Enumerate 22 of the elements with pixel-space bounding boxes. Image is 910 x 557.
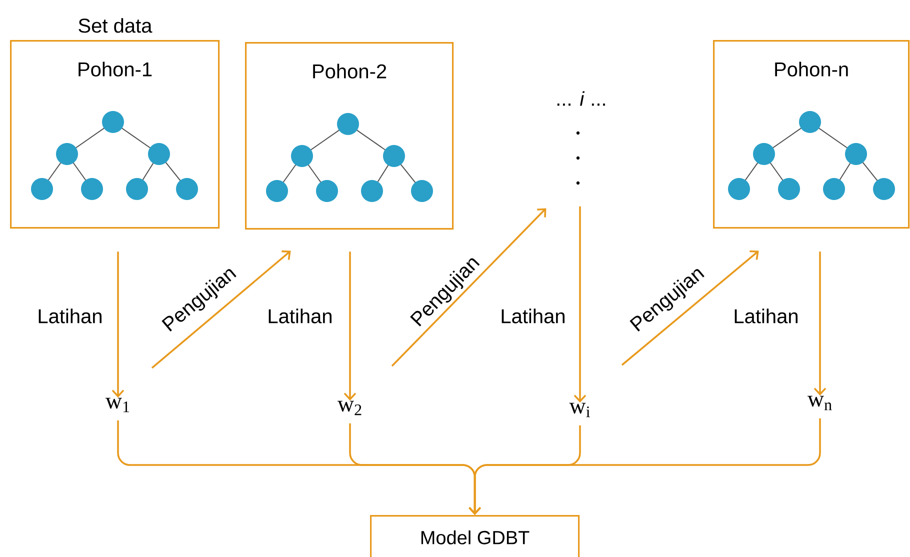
tree-box: Pohon-2 — [245, 42, 454, 230]
arrow — [151, 250, 291, 369]
arrow — [391, 208, 546, 367]
arrow — [112, 252, 124, 398]
arrow — [621, 250, 759, 366]
tree-box: Pohon-1 — [10, 40, 220, 229]
edge-label: Latihan — [268, 308, 332, 324]
edge-label: Latihan — [734, 308, 798, 324]
edge-label: Latihan — [502, 308, 564, 324]
weight-label: w$_{n}$ — [807, 396, 832, 410]
edge-label: Latihan — [38, 308, 102, 324]
weight-label: w$_{2}$ — [337, 400, 362, 416]
model-box: Model GDBT — [370, 515, 580, 557]
tree-box: Pohon-n — [713, 40, 910, 229]
arrow — [814, 252, 826, 396]
ellipsis-text: ... i ... — [557, 91, 605, 106]
heading-text: Set data — [78, 18, 152, 33]
arrow — [344, 252, 356, 401]
arrow — [468, 418, 821, 515]
arrow — [574, 206, 586, 403]
weight-label: w$_{1}$ — [105, 398, 130, 412]
weight-label: w$_{i}$ — [569, 402, 590, 418]
